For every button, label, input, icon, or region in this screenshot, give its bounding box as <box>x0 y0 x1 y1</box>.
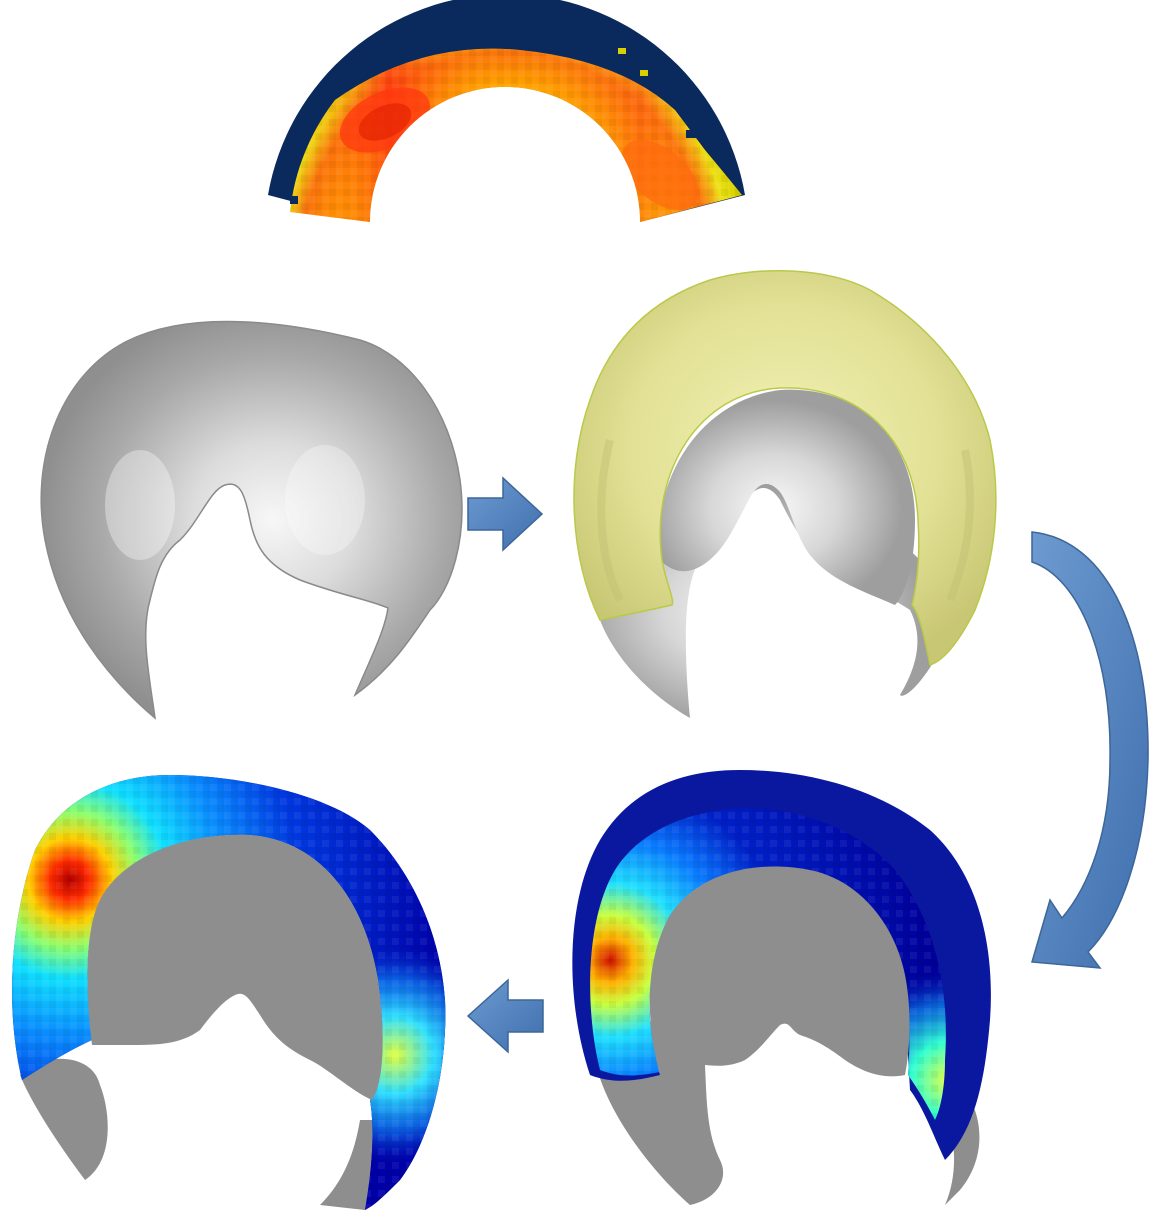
bone-surface <box>40 320 463 720</box>
flow-arrow-curved <box>1031 531 1149 969</box>
bone-with-layer <box>573 269 997 718</box>
polar-heat-map <box>268 0 745 222</box>
flow-arrow-right <box>467 476 544 552</box>
flow-arrow-left <box>466 978 544 1054</box>
mapped-layer-dark <box>572 770 991 1205</box>
mapped-layer-final <box>12 775 446 1210</box>
